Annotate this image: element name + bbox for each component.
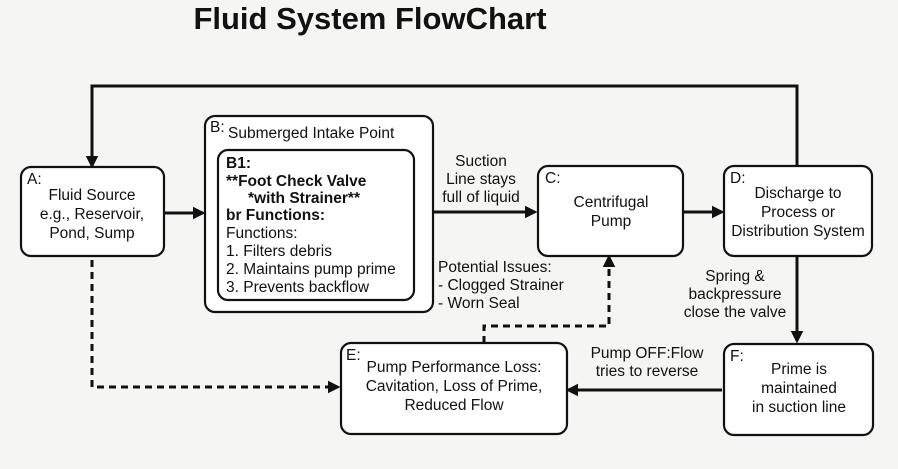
node-b1-line: **Foot Check Valve xyxy=(226,173,367,190)
node-c-line: Centrifugal xyxy=(574,194,649,211)
edge-label-issues: Potential Issues: - Clogged Strainer - W… xyxy=(438,259,564,312)
node-e-line: Reduced Flow xyxy=(404,397,504,414)
edge-label-line: Pump OFF:Flow xyxy=(591,345,705,362)
diagram-title: Fluid System FlowChart xyxy=(193,1,546,36)
node-b-label: Submerged Intake Point xyxy=(228,125,395,142)
node-e-id: E: xyxy=(346,347,361,364)
edge-label-pump-off: Pump OFF:Flow tries to reverse xyxy=(591,345,705,380)
edges xyxy=(85,84,804,397)
node-a-fluid-source: A: Fluid Source e.g., Reservoir, Pond, S… xyxy=(19,165,166,258)
node-c-centrifugal-pump: C: Centrifugal Pump xyxy=(536,164,685,258)
node-b1-line: 3. Prevents backflow xyxy=(226,279,370,296)
node-e-line: Cavitation, Loss of Prime, xyxy=(366,378,543,395)
node-e-line: Pump Performance Loss: xyxy=(367,359,542,376)
node-c-id: C: xyxy=(545,170,561,187)
edge-label-line: - Clogged Strainer xyxy=(438,277,564,294)
node-b1-line: *with Strainer** xyxy=(248,190,361,207)
edge-label-line: close the valve xyxy=(684,304,787,321)
edge-label-line: Potential Issues: xyxy=(438,259,552,276)
edge-label-line: - Worn Seal xyxy=(438,295,520,312)
edge-label-line: Line stays xyxy=(446,171,516,188)
node-b1-foot-check-valve: B1: **Foot Check Valve *with Strainer** … xyxy=(216,148,416,302)
edge-label-suction: Suction Line stays full of liquid xyxy=(442,153,520,206)
node-b-id: B: xyxy=(210,119,225,136)
node-d-line: Process or xyxy=(761,204,835,221)
edge-label-spring: Spring & backpressure close the valve xyxy=(684,268,787,321)
node-b1-line: Functions: xyxy=(226,225,298,242)
node-b1-line: 2. Maintains pump prime xyxy=(226,261,396,278)
node-b1-line: 1. Filters debris xyxy=(226,243,332,260)
node-a-line: e.g., Reservoir, xyxy=(40,206,144,223)
node-f-line: in suction line xyxy=(752,399,846,416)
node-f-prime-maintained: F: Prime is maintained in suction line xyxy=(722,342,875,437)
node-a-id: A: xyxy=(27,171,42,188)
node-f-line: Prime is xyxy=(771,361,827,378)
node-d-line: Discharge to xyxy=(754,185,841,202)
edge-a-to-e-dashed xyxy=(90,260,341,394)
node-d-discharge: D: Discharge to Process or Distribution … xyxy=(722,164,874,258)
node-a-line: Pond, Sump xyxy=(49,225,134,242)
node-b1-id: B1: xyxy=(226,155,251,172)
node-e-performance-loss: E: Pump Performance Loss: Cavitation, Lo… xyxy=(339,341,569,436)
node-d-id: D: xyxy=(730,170,746,187)
edge-label-line: Spring & xyxy=(705,268,765,285)
edge-label-line: Suction xyxy=(455,153,507,170)
node-d-line: Distribution System xyxy=(731,223,865,240)
node-c-line: Pump xyxy=(591,213,632,230)
node-a-line: Fluid Source xyxy=(48,187,135,204)
edge-label-line: full of liquid xyxy=(442,189,520,206)
node-f-id: F: xyxy=(730,348,744,365)
edge-label-line: backpressure xyxy=(688,286,781,303)
node-b1-line: br Functions: xyxy=(226,207,325,224)
node-f-line: maintained xyxy=(761,380,837,397)
edge-label-line: tries to reverse xyxy=(596,363,699,380)
edge-d-to-a-loop xyxy=(85,84,799,169)
